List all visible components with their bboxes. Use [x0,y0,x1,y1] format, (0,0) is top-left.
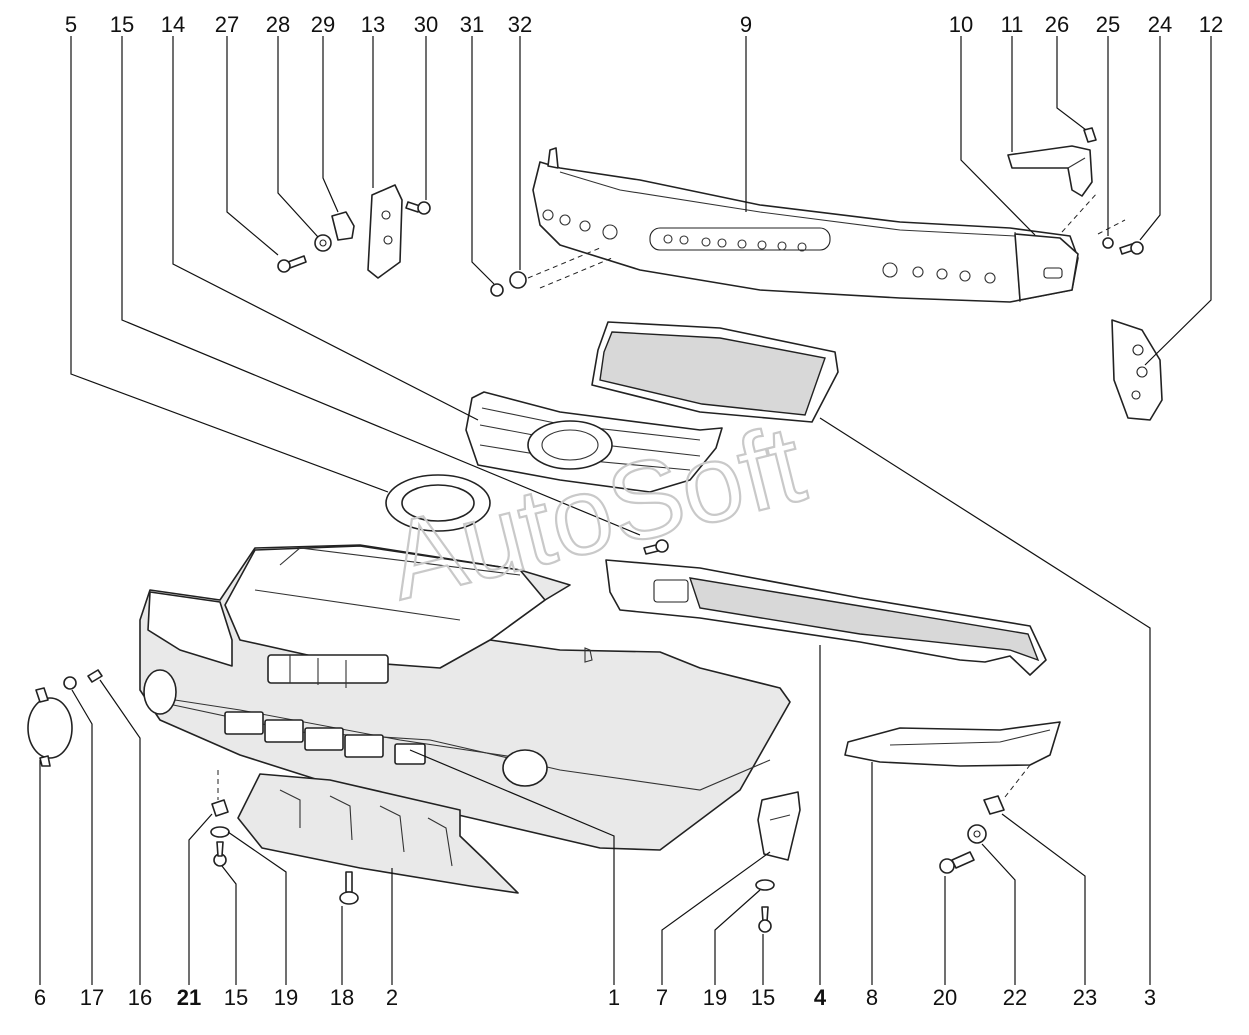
callouts-top: 5 15 14 27 28 29 13 30 31 32 9 10 11 26 … [65,12,1223,37]
part-10-beam-end [1014,233,1079,301]
callout-label: 26 [1045,12,1069,37]
part-30-bolt [405,201,431,215]
callout-label: 14 [161,12,185,37]
callout-label: 2 [386,985,398,1010]
part-15-screw-left [213,841,227,867]
callout-label: 5 [65,12,77,37]
leader-lines [39,36,1212,985]
part-15-screw [643,539,669,555]
callout-label: 30 [414,12,438,37]
callout-label: 15 [224,985,248,1010]
callout-label: 31 [460,12,484,37]
part-21-clip [211,799,229,817]
callout-label: 7 [656,985,668,1010]
part-32-washer [509,271,527,289]
callouts-bottom: 6 17 16 21 15 19 18 2 1 7 19 15 4 8 20 2… [34,985,1156,1010]
part-29-clip [331,211,355,241]
callout-label: 28 [266,12,290,37]
callout-label: 9 [740,12,752,37]
callout-label: 17 [80,985,104,1010]
part-26-clip [1083,127,1097,143]
callout-label: 8 [866,985,878,1010]
callout-label: 24 [1148,12,1172,37]
part-15-screw-right [758,906,772,933]
part-13-side-bracket [367,184,403,279]
callout-label: 32 [508,12,532,37]
part-20-bolt [939,851,975,874]
callout-label: 16 [128,985,152,1010]
part-4-lower-grille [605,559,1047,676]
callout-label: 6 [34,985,46,1010]
part-3-upper-grille [591,321,839,423]
callout-label: 27 [215,12,239,37]
callout-label: 21 [177,985,201,1010]
part-8-corner-trim [844,721,1061,767]
callout-label: 12 [1199,12,1223,37]
part-17-washer [63,676,77,690]
part-22-washer [967,824,987,844]
callout-label: 1 [608,985,620,1010]
callout-label: 3 [1144,985,1156,1010]
part-18-screw [339,871,359,905]
part-23-clip [983,795,1005,815]
part-19-washer-right [755,879,775,891]
callout-label: 11 [1001,12,1024,37]
callout-label: 10 [949,12,973,37]
callout-label: 15 [110,12,134,37]
callout-label: 13 [361,12,385,37]
callout-label: 25 [1096,12,1120,37]
callout-label: 29 [311,12,335,37]
part-24-bolt [1119,241,1144,255]
callout-label: 19 [703,985,727,1010]
part-7-bracket [757,791,801,861]
part-2-skid-plate [237,773,519,894]
part-6-fog-lamp [27,687,73,767]
part-12-side-bracket [1111,319,1163,421]
part-5-emblem [385,474,491,532]
callout-label: 19 [274,985,298,1010]
part-28-washer [314,234,332,252]
part-25-washer [1102,237,1114,249]
part-31-nut [490,283,504,297]
part-27-bolt [277,255,307,273]
part-9-bumper-beam [532,147,1079,303]
callout-label: 23 [1073,985,1097,1010]
callout-label: 4 [814,985,827,1010]
callout-label: 15 [751,985,775,1010]
part-19-washer [210,826,230,838]
callout-label: 20 [933,985,957,1010]
part-11-upper-bracket [1007,145,1093,197]
part-16-screw [87,669,103,683]
part-14-grille-frame [465,391,723,493]
callout-label: 22 [1003,985,1027,1010]
callout-label: 18 [330,985,354,1010]
part-1-bumper-cover [139,544,791,851]
